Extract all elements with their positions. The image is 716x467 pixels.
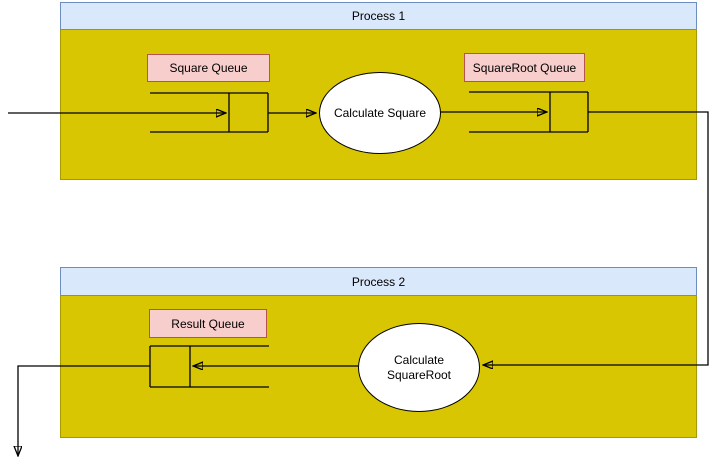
calculate-squareroot-text-line2: SquareRoot bbox=[386, 367, 452, 382]
calculate-squareroot-ellipse: Calculate SquareRoot bbox=[358, 323, 480, 412]
calculate-square-ellipse: Calculate Square bbox=[319, 72, 441, 154]
result-queue-label-text: Result Queue bbox=[171, 316, 245, 331]
calculate-square-text: Calculate Square bbox=[333, 105, 427, 120]
process1-title: Process 1 bbox=[351, 9, 406, 23]
process2-title: Process 2 bbox=[351, 274, 406, 289]
square-queue-label-text: Square Queue bbox=[169, 61, 248, 75]
result-queue-label: Result Queue bbox=[149, 309, 267, 338]
calculate-squareroot-text-line1: Calculate bbox=[393, 352, 445, 367]
squareroot-queue-label-text: SquareRoot Queue bbox=[472, 60, 577, 75]
process2-header: Process 2 bbox=[60, 267, 697, 296]
squareroot-queue-label: SquareRoot Queue bbox=[464, 53, 585, 82]
square-queue-label: Square Queue bbox=[147, 54, 270, 82]
process1-header: Process 1 bbox=[60, 2, 697, 30]
